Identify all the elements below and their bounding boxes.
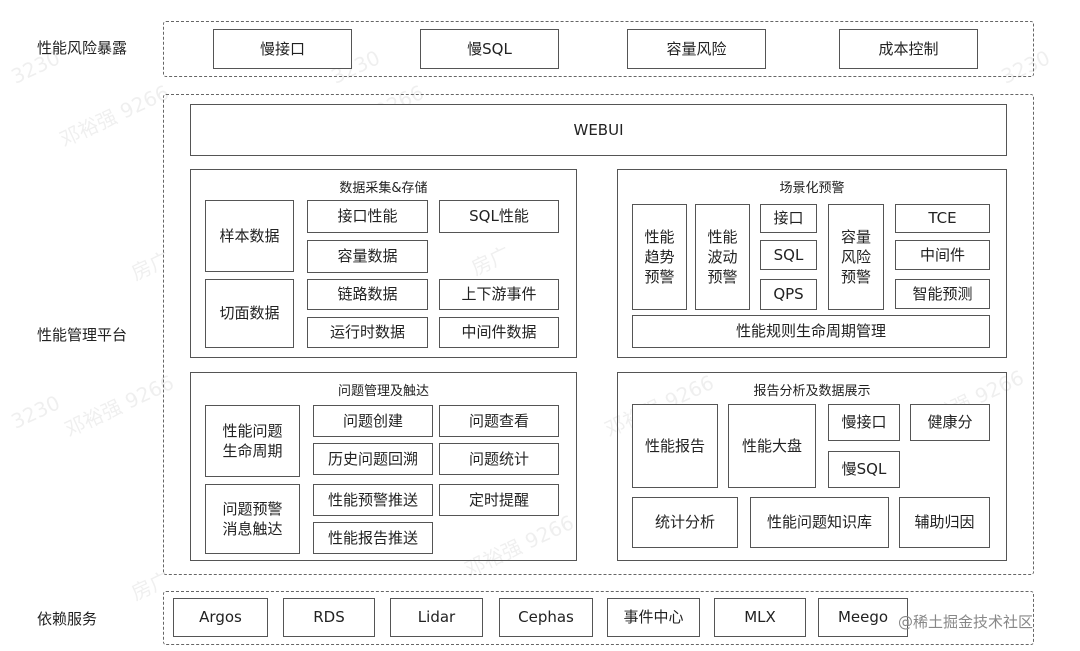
slice-data: 切面数据	[205, 279, 294, 348]
scene-qps: QPS	[760, 279, 817, 310]
issue-lifecycle: 性能问题 生命周期	[205, 405, 300, 477]
webui-box: WEBUI	[190, 104, 1007, 156]
perf-knowledge-base: 性能问题知识库	[750, 497, 889, 548]
scene-api: 接口	[760, 204, 817, 233]
report-push: 性能报告推送	[313, 522, 433, 554]
collect-item-middleware: 中间件数据	[439, 317, 559, 348]
collect-item-capacity: 容量数据	[307, 240, 428, 273]
issue-history: 历史问题回溯	[313, 443, 433, 475]
exposure-cost-control: 成本控制	[839, 29, 978, 69]
row-label-exposure: 性能风险暴露	[37, 39, 128, 57]
row-label-platform: 性能管理平台	[37, 326, 128, 344]
collect-item-events: 上下游事件	[439, 279, 559, 310]
scheduled-reminder: 定时提醒	[439, 484, 559, 516]
issue-title: 问题管理及触达	[337, 384, 429, 399]
scene-panel	[617, 169, 1007, 358]
watermark: 邓裕强 9266	[56, 80, 173, 152]
scene-middleware: 中间件	[895, 240, 990, 270]
scene-title: 场景化预警	[779, 181, 845, 196]
sample-data: 样本数据	[205, 200, 294, 272]
collect-item-runtime: 运行时数据	[307, 317, 428, 348]
watermark: 邓裕强 9266	[61, 370, 178, 442]
exposure-container	[163, 21, 1034, 77]
platform-container	[163, 94, 1034, 575]
rule-lifecycle: 性能规则生命周期管理	[632, 315, 990, 348]
health-score: 健康分	[910, 404, 990, 441]
dep-mlx: MLX	[714, 598, 806, 637]
issue-panel	[190, 372, 577, 561]
exposure-slow-api: 慢接口	[213, 29, 352, 69]
report-panel	[617, 372, 1007, 561]
collect-item-api-perf: 接口性能	[307, 200, 428, 233]
collect-panel	[190, 169, 577, 358]
dep-event-center: 事件中心	[607, 598, 700, 637]
collect-item-trace: 链路数据	[307, 279, 428, 310]
watermark: 3230	[7, 390, 64, 434]
perf-trend-alert: 性能 趋势 预警	[632, 204, 687, 310]
stats-analysis: 统计分析	[632, 497, 738, 548]
scene-smart-predict: 智能预测	[895, 279, 990, 309]
dep-rds: RDS	[283, 598, 375, 637]
collect-item-sql-perf: SQL性能	[439, 200, 559, 233]
issue-stats: 问题统计	[439, 443, 559, 475]
dep-lidar: Lidar	[390, 598, 483, 637]
dep-cephas: Cephas	[499, 598, 593, 637]
scene-tce: TCE	[895, 204, 990, 233]
issue-alert-notify: 问题预警 消息触达	[205, 484, 300, 554]
issue-view: 问题查看	[439, 405, 559, 437]
capacity-risk-alert: 容量 风险 预警	[828, 204, 884, 310]
deps-container	[163, 591, 1034, 645]
issue-create: 问题创建	[313, 405, 433, 437]
perf-dashboard: 性能大盘	[728, 404, 816, 488]
collect-title: 数据采集&存储	[339, 181, 428, 196]
alert-push: 性能预警推送	[313, 484, 433, 516]
report-slow-api: 慢接口	[828, 404, 900, 441]
site-watermark: @稀土掘金技术社区	[898, 613, 1034, 631]
scene-sql: SQL	[760, 240, 817, 270]
exposure-slow-sql: 慢SQL	[420, 29, 559, 69]
perf-report: 性能报告	[632, 404, 718, 488]
dep-argos: Argos	[173, 598, 268, 637]
perf-wave-alert: 性能 波动 预警	[695, 204, 750, 310]
exposure-capacity-risk: 容量风险	[627, 29, 766, 69]
dep-meego: Meego	[818, 598, 908, 637]
report-title: 报告分析及数据展示	[753, 384, 871, 399]
row-label-deps: 依赖服务	[37, 610, 98, 628]
report-slow-sql: 慢SQL	[828, 451, 900, 488]
root-cause-assist: 辅助归因	[899, 497, 990, 548]
